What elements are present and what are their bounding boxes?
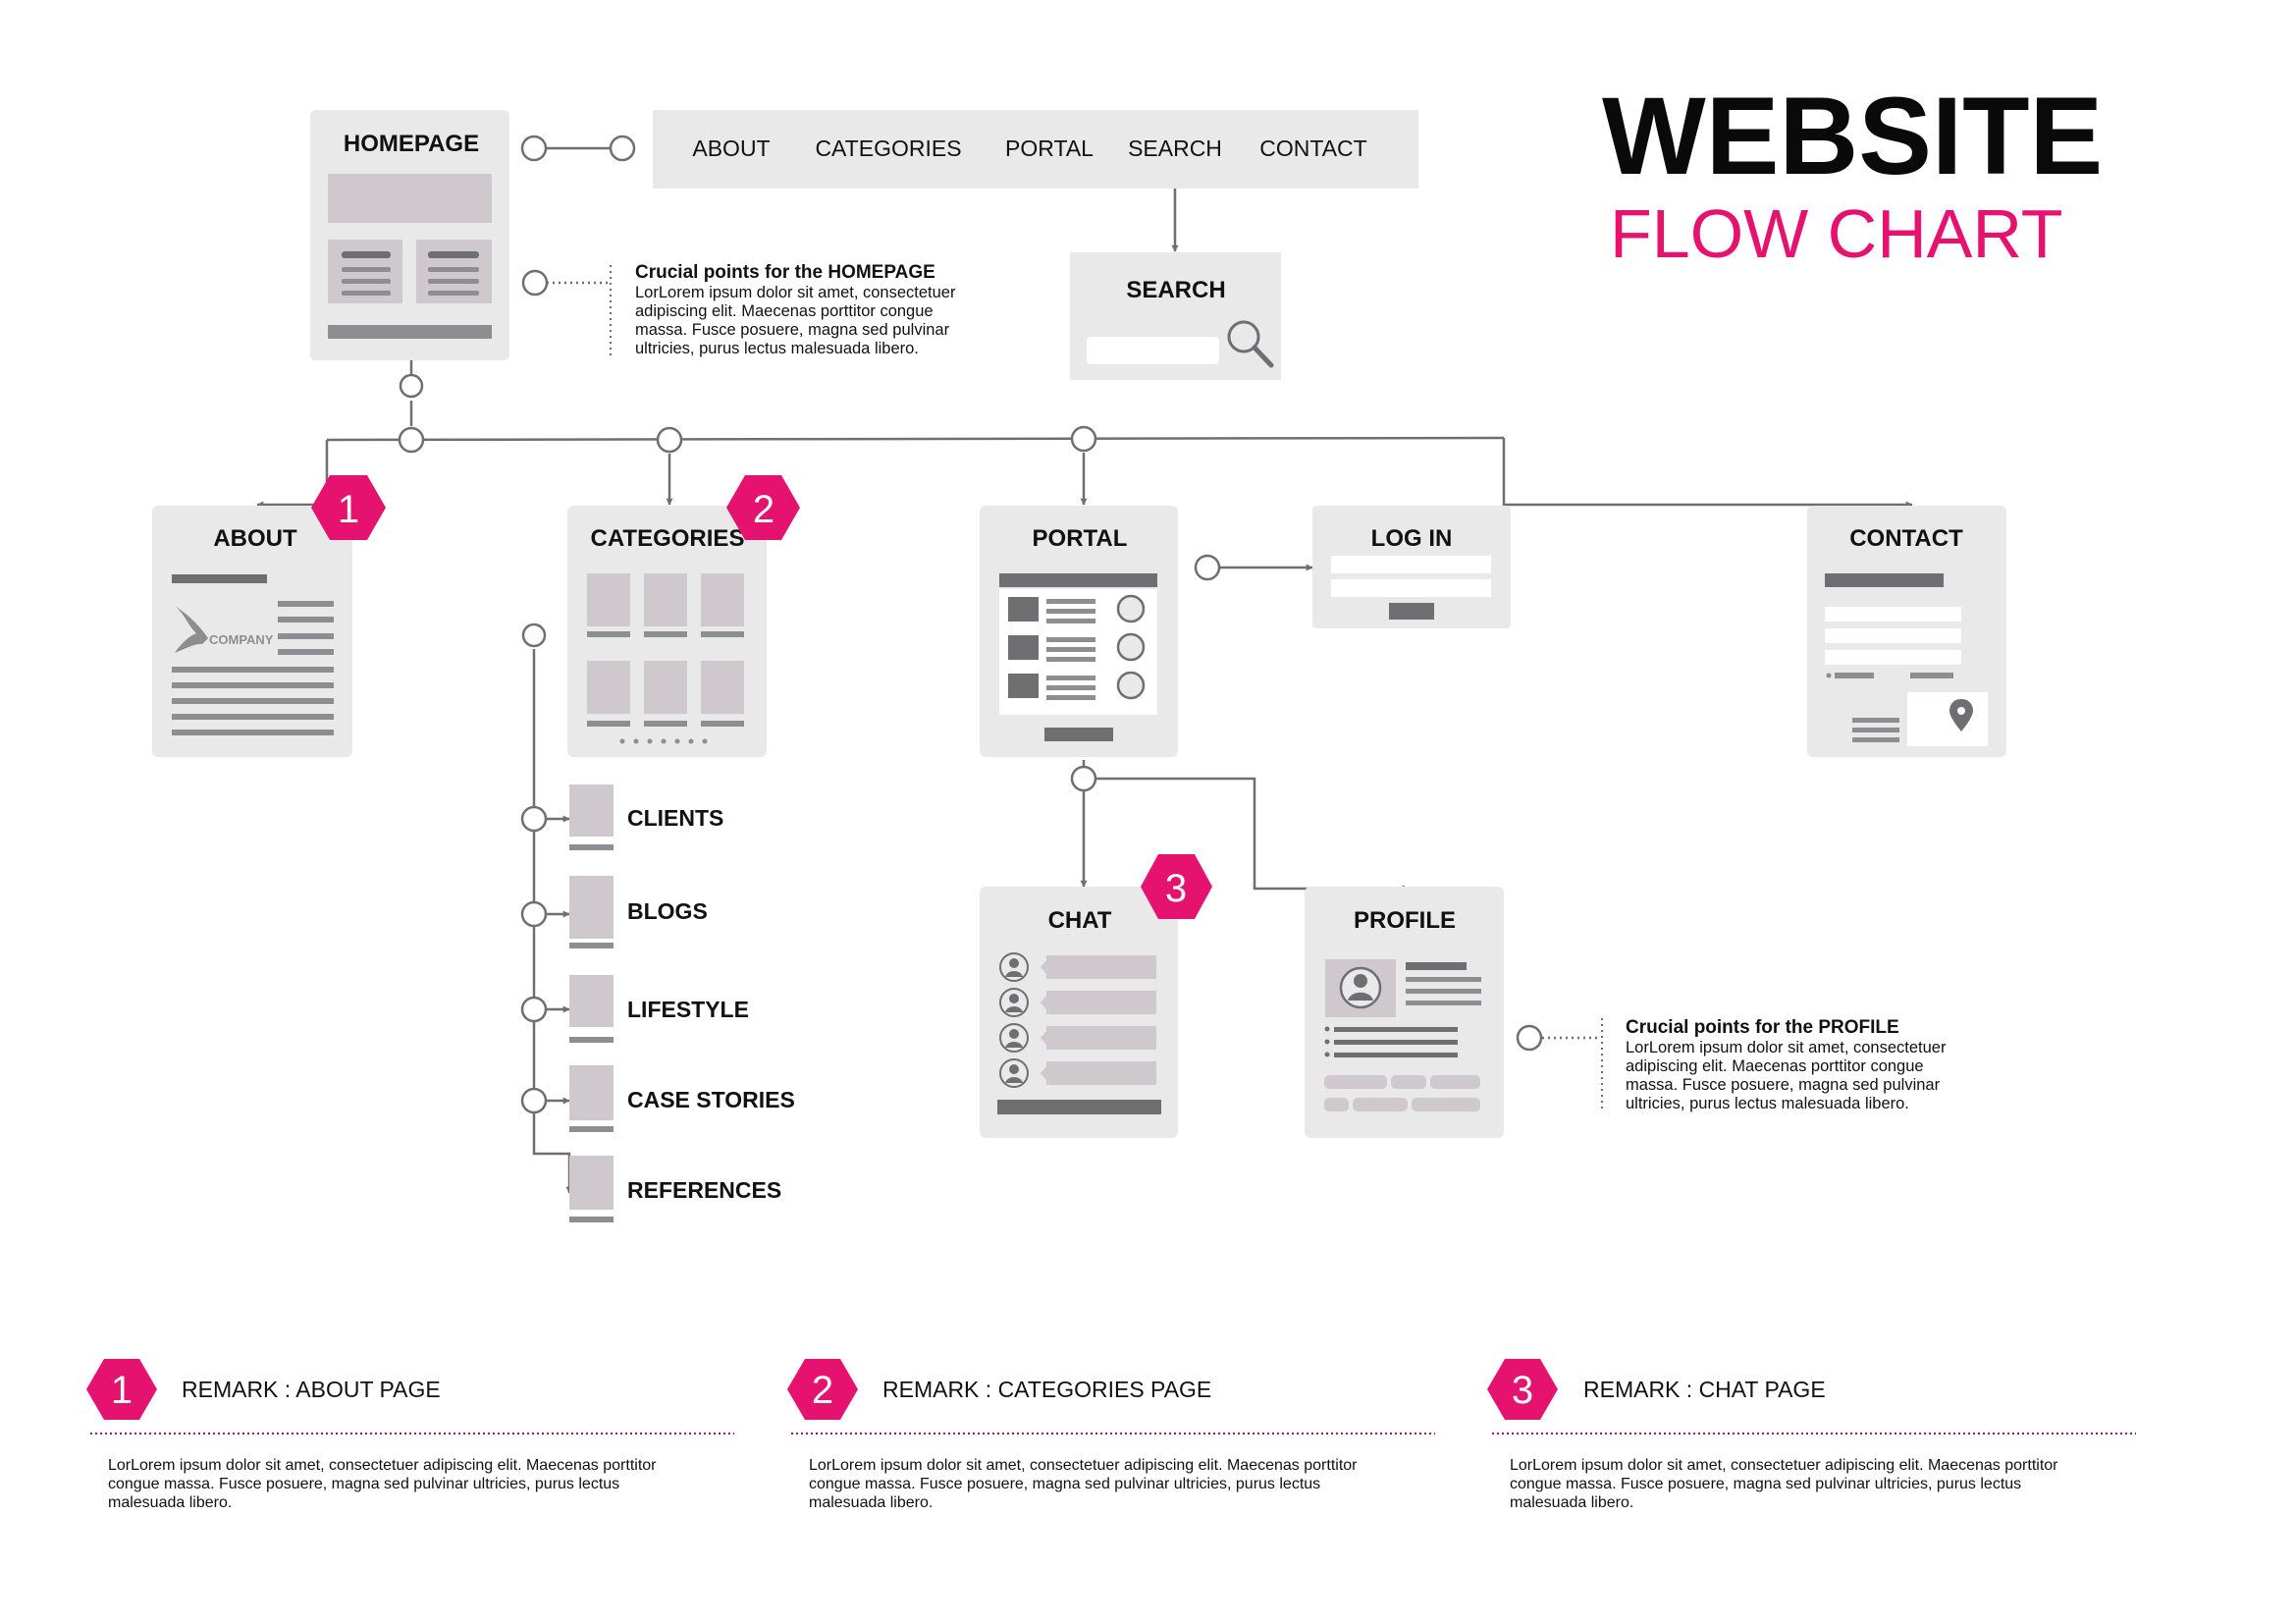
homepage-notes-line: adipiscing elit. Maecenas porttitor cong… [635, 302, 934, 320]
remark-text: congue massa. Fusce posuere, magna sed p… [108, 1476, 619, 1492]
profile-notes-line: adipiscing elit. Maecenas porttitor cong… [1626, 1057, 1924, 1075]
homepage-notes-line: massa. Fusce posuere, magna sed pulvinar [635, 321, 950, 339]
login-label: LOG IN [1371, 525, 1453, 552]
profile-notes-title: Crucial points for the PROFILE [1626, 1017, 1899, 1038]
subpage-label: REFERENCES [627, 1177, 781, 1203]
subpage-clients[interactable]: CLIENTS [569, 785, 723, 850]
categories-badge-number: 2 [753, 488, 774, 531]
password-field[interactable] [1331, 579, 1491, 597]
nav-item-contact[interactable]: CONTACT [1259, 135, 1366, 161]
remark-text: malesuada libero. [809, 1494, 933, 1511]
homepage-label: HOMEPAGE [344, 131, 479, 157]
subpage-references[interactable]: REFERENCES [569, 1156, 781, 1222]
remark-number: 1 [111, 1369, 133, 1412]
profile-notes-line: massa. Fusce posuere, magna sed pulvinar [1626, 1076, 1941, 1094]
profile-notes-line: ultricies, purus lectus malesuada libero… [1626, 1095, 1909, 1112]
page-title: WEBSITE [1602, 75, 2103, 197]
chat-message [999, 988, 1156, 1017]
profile-card[interactable]: PROFILE [1305, 887, 1504, 1138]
remark-title: REMARK : CATEGORIES PAGE [882, 1377, 1211, 1402]
remark-text: LorLorem ipsum dolor sit amet, consectet… [809, 1457, 1358, 1474]
contact-card[interactable]: CONTACT [1807, 506, 2006, 757]
homepage-notes-title: Crucial points for the HOMEPAGE [635, 262, 935, 283]
categories-badge: 2 [726, 475, 800, 540]
search-icon [1227, 320, 1274, 368]
search-label: SEARCH [1126, 277, 1225, 303]
remark-about: 1 REMARK : ABOUT PAGE LorLorem ipsum dol… [86, 1359, 734, 1511]
chat-message [999, 952, 1156, 982]
about-badge-number: 1 [338, 488, 359, 531]
nav-item-about[interactable]: ABOUT [692, 135, 770, 161]
remark-text: LorLorem ipsum dolor sit amet, consectet… [108, 1457, 657, 1474]
chat-badge: 3 [1141, 854, 1212, 919]
remark-text: LorLorem ipsum dolor sit amet, consectet… [1510, 1457, 2058, 1474]
nav-item-categories[interactable]: CATEGORIES [815, 135, 961, 161]
subpage-label: LIFESTYLE [627, 997, 749, 1022]
avatar [1339, 966, 1382, 1009]
company-logo-text: COMPANY [209, 632, 274, 647]
username-field[interactable] [1331, 556, 1491, 573]
remark-number: 2 [812, 1369, 833, 1412]
remark-title: REMARK : ABOUT PAGE [182, 1377, 441, 1402]
connector-nodes [398, 135, 1543, 1114]
subpage-list: CLIENTS BLOGS LIFESTYLE CASE STORIES REF… [569, 785, 795, 1222]
about-label: ABOUT [213, 525, 297, 552]
profile-notes: Crucial points for the PROFILE LorLorem … [1626, 1017, 1947, 1112]
chat-label: CHAT [1048, 907, 1112, 934]
subpage-lifestyle[interactable]: LIFESTYLE [569, 975, 749, 1043]
remark-text: congue massa. Fusce posuere, magna sed p… [809, 1476, 1320, 1492]
subpage-case-stories[interactable]: CASE STORIES [569, 1065, 795, 1132]
subpage-blogs[interactable]: BLOGS [569, 876, 708, 948]
nav-item-portal[interactable]: PORTAL [1005, 135, 1094, 161]
homepage-notes-line: ultricies, purus lectus malesuada libero… [635, 340, 919, 357]
company-logo: COMPANY [175, 606, 274, 653]
homepage-notes: Crucial points for the HOMEPAGE LorLorem… [635, 262, 956, 357]
categories-card[interactable]: CATEGORIES [567, 506, 767, 757]
map-pin-icon [1949, 699, 1973, 731]
search-input[interactable] [1087, 337, 1219, 364]
subpage-label: CLIENTS [627, 805, 723, 831]
profile-notes-line: LorLorem ipsum dolor sit amet, consectet… [1626, 1039, 1947, 1056]
remark-categories: 2 REMARK : CATEGORIES PAGE LorLorem ipsu… [787, 1359, 1435, 1511]
page-subtitle: FLOW CHART [1610, 195, 2063, 272]
portal-label: PORTAL [1033, 525, 1128, 552]
subpage-label: BLOGS [627, 898, 708, 924]
homepage-card[interactable]: HOMEPAGE [310, 110, 509, 360]
chat-badge-number: 3 [1165, 867, 1187, 910]
login-card[interactable]: LOG IN [1312, 506, 1511, 628]
contact-label: CONTACT [1849, 525, 1963, 552]
chat-card[interactable]: CHAT [980, 887, 1178, 1138]
search-card[interactable]: SEARCH [1070, 252, 1281, 380]
remark-number: 3 [1512, 1369, 1533, 1412]
remark-title: REMARK : CHAT PAGE [1583, 1377, 1826, 1402]
chat-message [999, 1058, 1156, 1088]
homepage-notes-line: LorLorem ipsum dolor sit amet, consectet… [635, 284, 956, 301]
subpage-label: CASE STORIES [627, 1087, 795, 1112]
profile-label: PROFILE [1354, 907, 1456, 934]
categories-label: CATEGORIES [591, 525, 745, 552]
portal-card[interactable]: PORTAL [980, 506, 1178, 757]
remark-chat: 3 REMARK : CHAT PAGE LorLorem ipsum dolo… [1487, 1359, 2136, 1511]
login-button[interactable] [1389, 603, 1434, 620]
about-badge: 1 [311, 475, 386, 540]
remark-text: malesuada libero. [108, 1494, 232, 1511]
remark-text: malesuada libero. [1510, 1494, 1633, 1511]
nav-item-search[interactable]: SEARCH [1128, 135, 1222, 161]
chat-message [999, 1023, 1156, 1053]
main-navigation: ABOUT CATEGORIES PORTAL SEARCH CONTACT [653, 110, 1418, 189]
about-card[interactable]: ABOUT COMPANY [152, 506, 352, 757]
remark-text: congue massa. Fusce posuere, magna sed p… [1510, 1476, 2021, 1492]
